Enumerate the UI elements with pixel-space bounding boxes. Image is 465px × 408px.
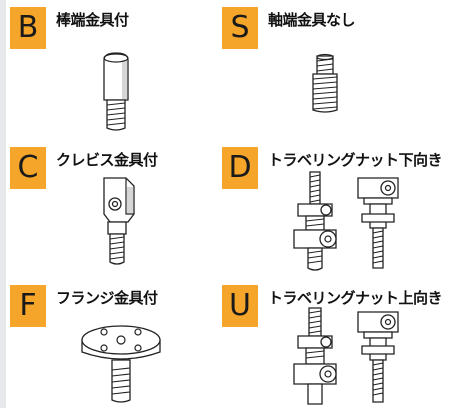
option-d-code-badge: D bbox=[222, 147, 258, 189]
option-b-label: 棒端金具付 bbox=[56, 11, 129, 29]
option-f-code-badge: F bbox=[10, 285, 46, 327]
left-edge-bar bbox=[0, 0, 6, 408]
option-c-code-badge: C bbox=[10, 147, 46, 189]
option-c-label: クレビス金具付 bbox=[56, 151, 158, 169]
flange-fitting-illustration bbox=[81, 325, 161, 403]
clevis-fitting-illustration bbox=[103, 177, 135, 265]
option-u-label: トラベリングナット上向き bbox=[268, 289, 443, 307]
traveling-nut-up-illustration bbox=[293, 307, 399, 405]
option-u-code-badge: U bbox=[222, 285, 258, 327]
option-b-code-badge: B bbox=[10, 7, 46, 49]
option-f-label: フランジ金具付 bbox=[56, 289, 158, 307]
option-s-code-badge: S bbox=[222, 7, 258, 49]
option-d-label: トラベリングナット下向き bbox=[268, 151, 443, 169]
traveling-nut-down-illustration bbox=[293, 171, 399, 271]
rod-end-fitting-illustration bbox=[103, 52, 129, 131]
option-s-label: 軸端金具なし bbox=[268, 11, 356, 29]
no-shaft-end-fitting-illustration bbox=[312, 53, 338, 113]
